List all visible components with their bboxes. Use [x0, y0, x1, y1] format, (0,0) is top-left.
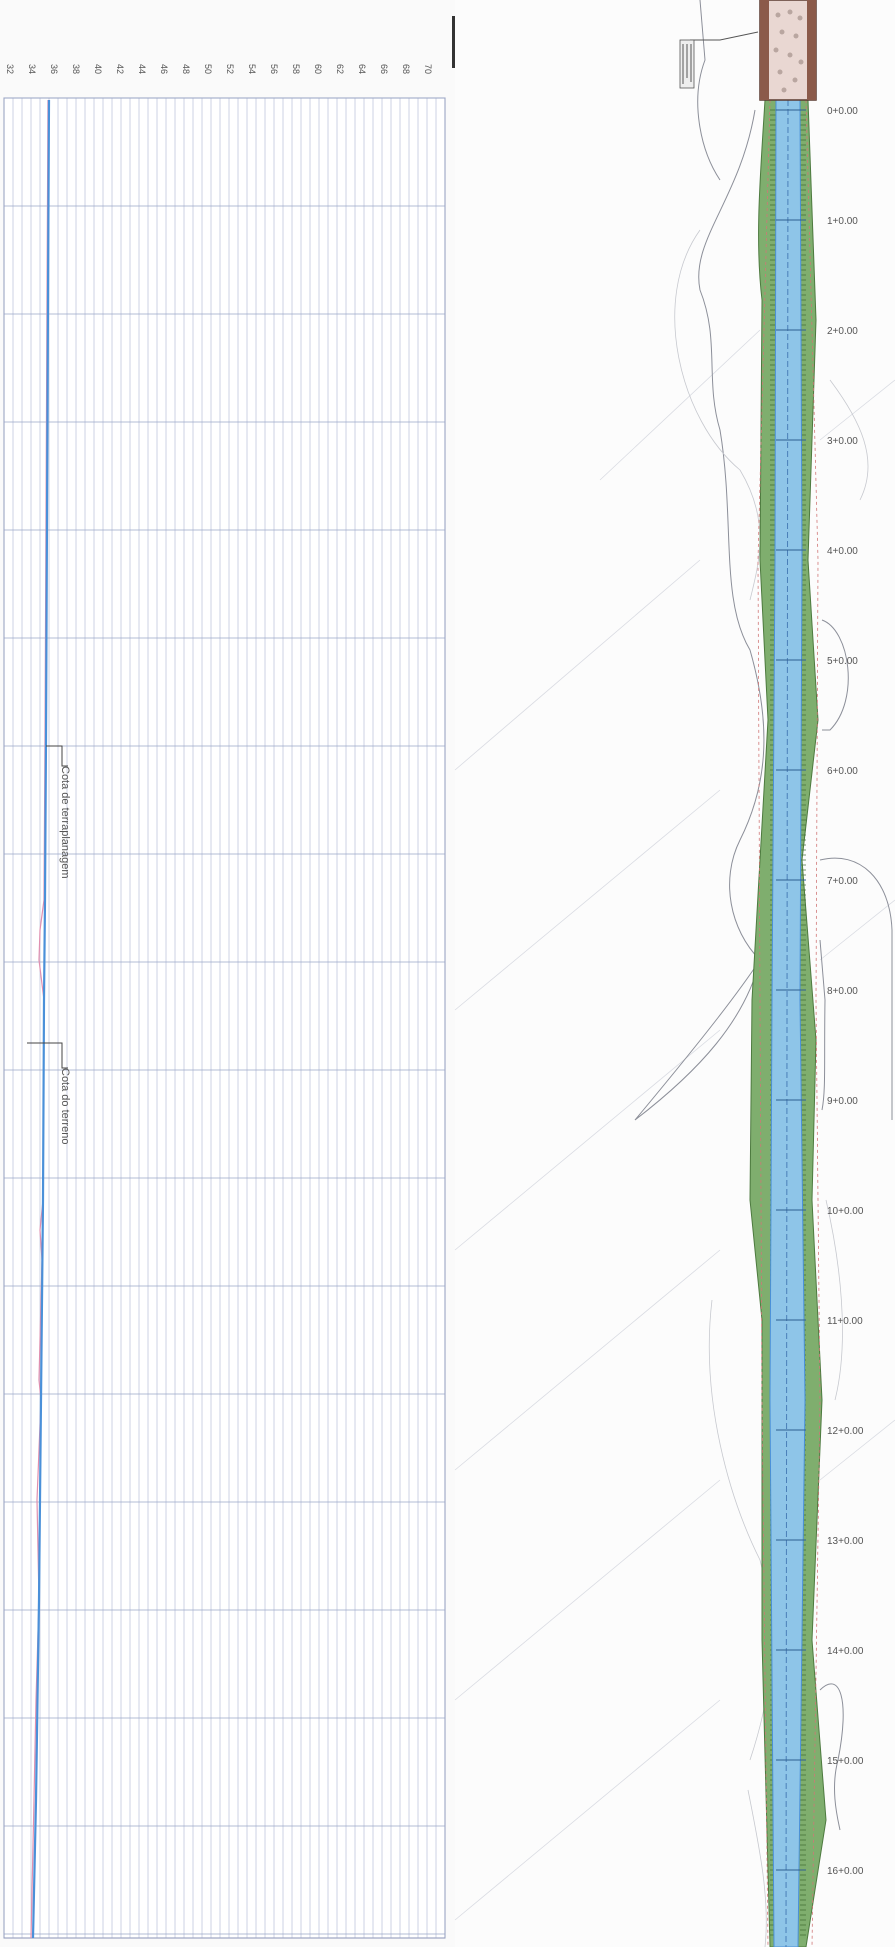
header-block-right-wall [807, 0, 816, 100]
elevation-tick-label: 64 [357, 64, 367, 74]
header-block-fill [773, 9, 804, 93]
elevation-tick-label: 42 [115, 64, 125, 74]
station-label: 15+0.00 [827, 1756, 864, 1767]
station-label: 14+0.00 [827, 1646, 864, 1657]
grading-label: Cota de terraplanagem [59, 766, 71, 879]
station-label: 6+0.00 [827, 766, 858, 777]
longitudinal-profile: 32 34 36 38 40 42 44 46 48 50 52 54 56 58 60 62 64 66 68 70… [3, 64, 446, 1939]
station-label: 1+0.00 [827, 216, 858, 227]
elevation-tick-label: 62 [335, 64, 345, 74]
station-label: 12+0.00 [827, 1426, 864, 1437]
elevation-tick-label: 52 [225, 64, 235, 74]
station-label: 8+0.00 [827, 986, 858, 997]
profile-frame [3, 97, 446, 1939]
terrain-label: Cota do terreno [59, 1068, 71, 1144]
station-label: 13+0.00 [827, 1536, 864, 1547]
elevation-tick-label: 46 [159, 64, 169, 74]
property-edge-right [805, 99, 821, 1947]
header-block-left-wall [760, 0, 769, 100]
station-label: 2+0.00 [827, 326, 858, 337]
channel [769, 99, 806, 1947]
elevation-tick-label: 38 [71, 64, 81, 74]
station-label: 10+0.00 [827, 1206, 864, 1217]
elevation-tick-label: 56 [269, 64, 279, 74]
elevation-tick-label: 60 [313, 64, 323, 74]
station-label: 4+0.00 [827, 546, 858, 557]
elevation-tick-label: 36 [49, 64, 59, 74]
elevation-tick-label: 68 [401, 64, 411, 74]
elevation-tick-labels: 32 34 36 38 40 42 44 46 48 50 52 54 56 58 60 62 64 66 68 70 [5, 64, 433, 74]
elevation-tick-label: 58 [291, 64, 301, 74]
elevation-tick-label: 48 [181, 64, 191, 74]
elevation-tick-label: 32 [5, 64, 15, 74]
station-label: 9+0.00 [827, 1096, 858, 1107]
elevation-tick-label: 66 [379, 64, 389, 74]
station-label: 7+0.00 [827, 876, 858, 887]
background-hatch [454, 329, 895, 1921]
grading-leader [46, 745, 68, 767]
station-label: 16+0.00 [827, 1866, 864, 1877]
elevation-tick-label: 40 [93, 64, 103, 74]
channel-centerline [785, 99, 789, 1947]
elevation-tick-label: 70 [423, 64, 433, 74]
header-label-lines [682, 44, 692, 84]
station-labels: 0+0.00 1+0.00 2+0.00 3+0.00 4+0.00 5+0.00 6+0.… [776, 106, 864, 1877]
header-leader [690, 31, 759, 41]
terrain-leader [27, 1042, 68, 1069]
grading-line [31, 99, 51, 1939]
profile-grid-vertical [3, 98, 446, 1938]
station-label: 3+0.00 [827, 436, 858, 447]
station-label: 11+0.00 [827, 1316, 863, 1327]
elevation-tick-label: 34 [27, 64, 37, 74]
profile-grid-horizontal [4, 97, 445, 1935]
scale-bar-segment [452, 16, 456, 68]
elevation-tick-label: 54 [247, 64, 257, 74]
property-edge-left [757, 99, 771, 1947]
elevation-tick-label: 50 [203, 64, 213, 74]
elevation-tick-label: 44 [137, 64, 147, 74]
station-label: 0+0.00 [827, 106, 858, 117]
plan-view: 0+0.00 1+0.00 2+0.00 3+0.00 4+0.00 5+0.00 6+0.… [454, 0, 895, 1947]
station-label: 5+0.00 [827, 656, 858, 667]
